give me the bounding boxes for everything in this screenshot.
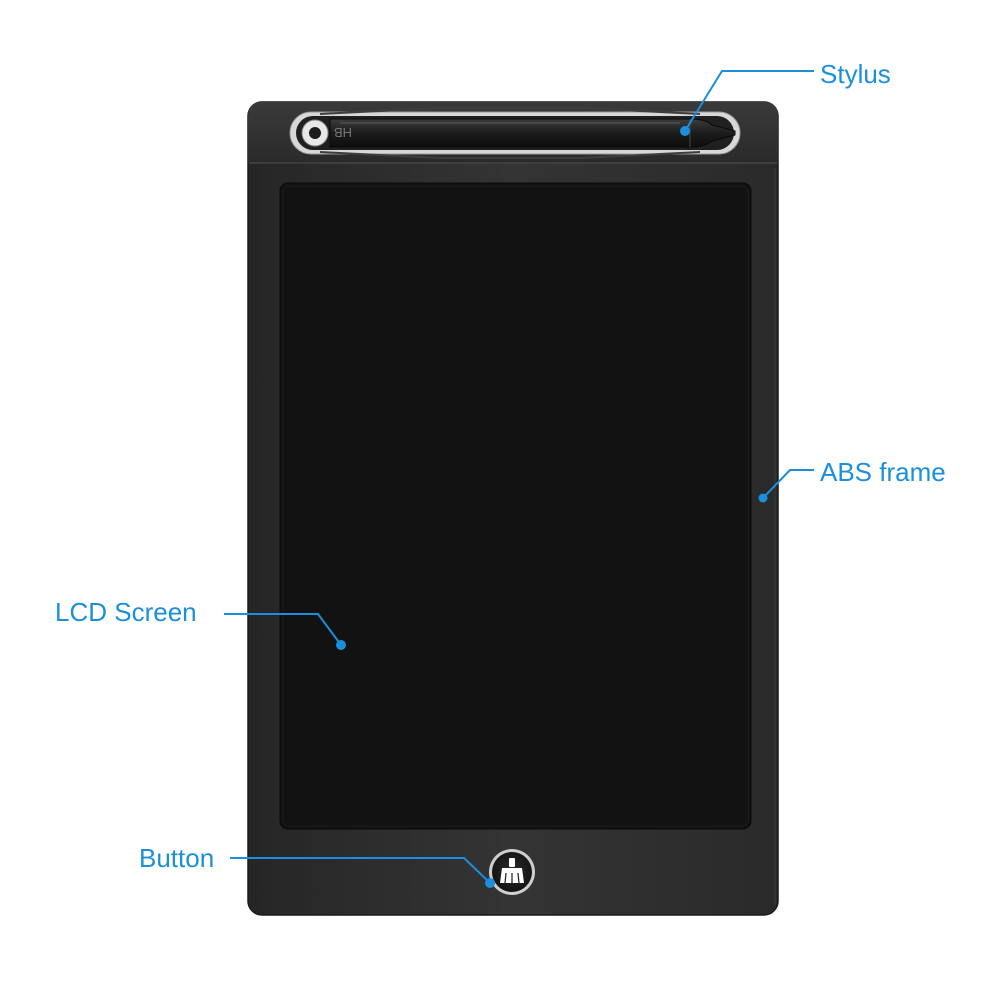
label-stylus: Stylus	[820, 59, 891, 89]
broom-icon	[500, 858, 524, 884]
stylus-marking: HB	[334, 125, 352, 140]
leader-lcd-screen	[224, 613, 346, 650]
stylus	[301, 118, 736, 148]
lcd-screen	[279, 182, 752, 830]
label-abs-frame: ABS frame	[820, 457, 946, 487]
leader-stylus	[680, 70, 814, 136]
leader-button	[230, 857, 495, 888]
label-button: Button	[139, 843, 215, 873]
label-lcd-screen: LCD Screen	[55, 597, 197, 627]
leader-abs-frame	[758, 469, 814, 503]
erase-button[interactable]	[489, 849, 535, 895]
